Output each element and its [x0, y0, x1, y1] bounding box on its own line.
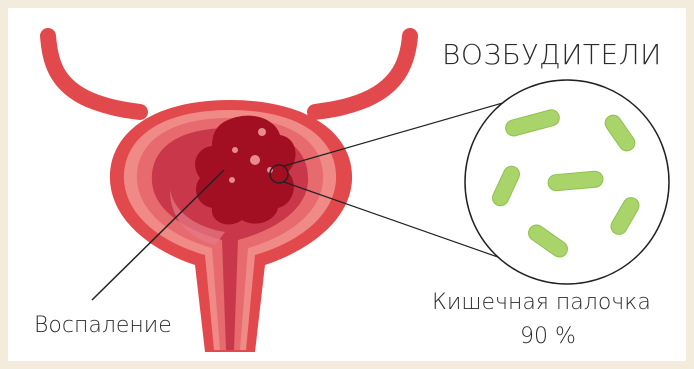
- magnifier-circle-icon: [465, 80, 669, 284]
- pathogen-name-label: Кишечная палочка: [432, 290, 651, 315]
- right-ureter: [315, 36, 410, 112]
- left-ureter: [48, 36, 140, 112]
- pathogens-title: ВОЗБУДИТЕЛИ: [442, 38, 662, 71]
- pathogen-percent-label: 90 %: [520, 324, 576, 349]
- inflammation-label: Воспаление: [34, 313, 172, 338]
